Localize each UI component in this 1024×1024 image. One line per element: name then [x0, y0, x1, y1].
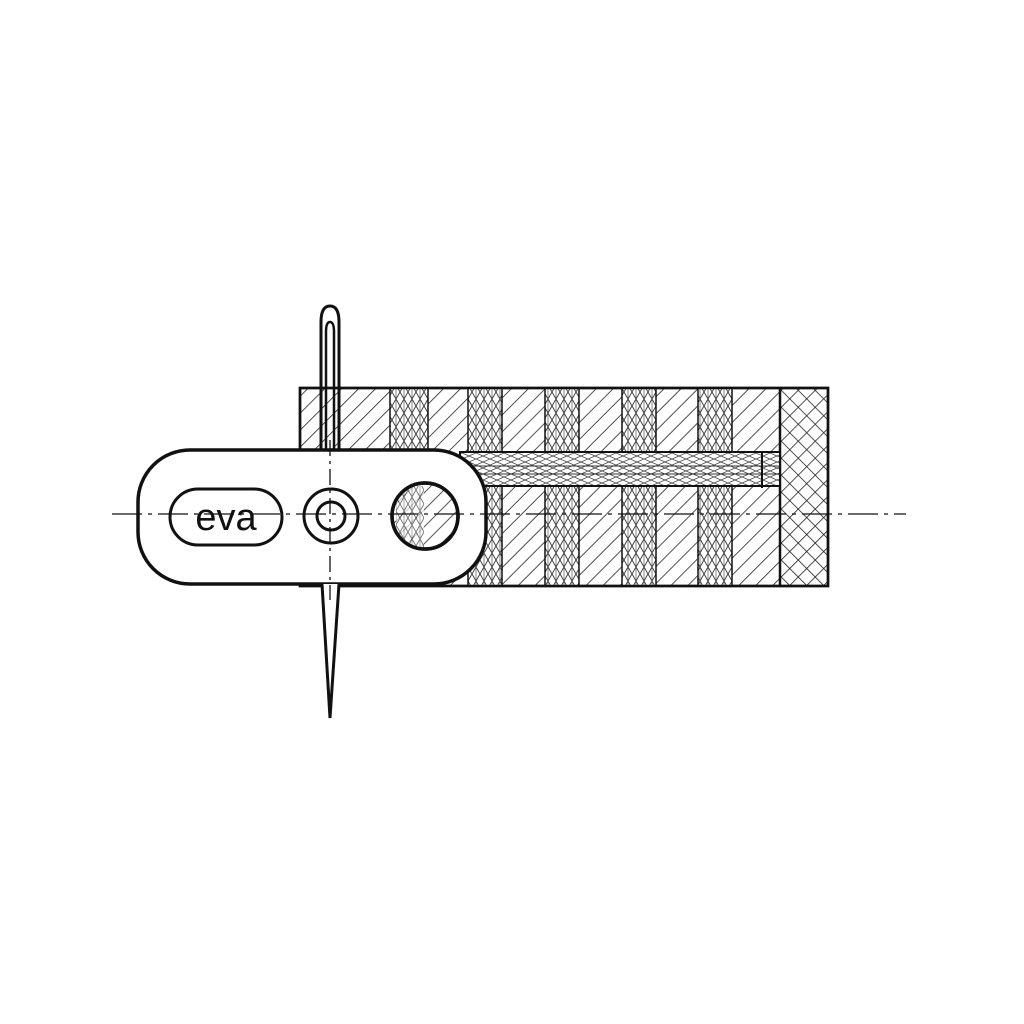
centerlines: [112, 440, 906, 600]
eyelet-inner: [315, 500, 347, 532]
fiber-channel: [459, 451, 781, 488]
tag-label: eva: [195, 497, 257, 539]
label-pill: [168, 487, 284, 547]
end-cap-layer: [780, 389, 827, 585]
tag: eva: [136, 448, 488, 586]
needle: [319, 304, 341, 719]
